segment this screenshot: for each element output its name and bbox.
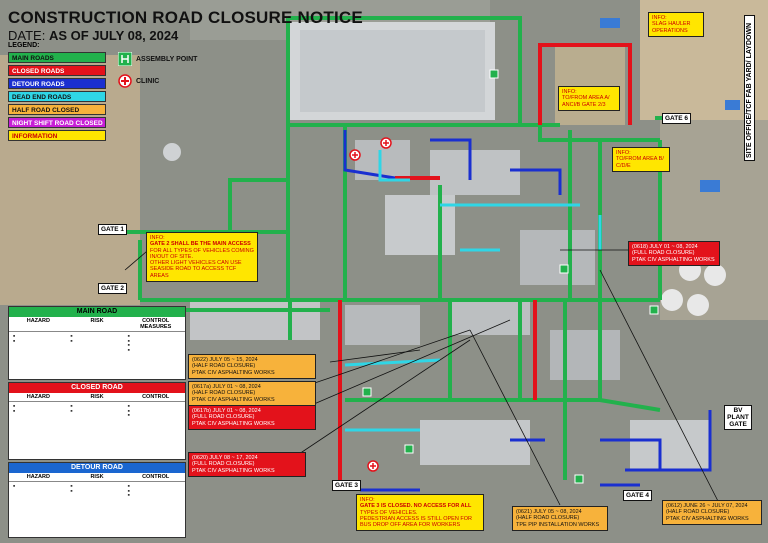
legend-night-shift-closed: NIGHT SHIFT ROAD CLOSED bbox=[8, 117, 106, 128]
assembly-point-icon bbox=[118, 52, 132, 66]
notice-0612: (0612) JUNE 26 ~ JULY 07, 2024(HALF ROAD… bbox=[662, 500, 762, 525]
site-office-label: SITE OFFICE/TCF FAB YARD/ LAYDOWN bbox=[744, 15, 755, 161]
gate-3-label: GATE 3 bbox=[332, 480, 361, 491]
notice-0618: (0618) JULY 01 ~ 08, 2024(FULL ROAD CLOS… bbox=[628, 241, 720, 266]
notice-0620: (0620) JULY 08 ~ 17, 2024(FULL ROAD CLOS… bbox=[188, 452, 306, 477]
detour-roads bbox=[343, 130, 712, 492]
notice-0622: (0622) JULY 05 ~ 15, 2024(HALF ROAD CLOS… bbox=[188, 354, 316, 379]
notice-date: DATE: AS OF JULY 08, 2024 bbox=[8, 28, 179, 43]
gate-6-label: GATE 6 bbox=[662, 113, 691, 124]
gate-4-label: GATE 4 bbox=[623, 490, 652, 501]
notice-0617a: (0617a) JULY 01 ~ 08, 2024(HALF ROAD CLO… bbox=[188, 381, 316, 406]
clinic-markers bbox=[349, 137, 392, 472]
legend-half-road-closed: HALF ROAD CLOSED bbox=[8, 104, 106, 115]
assembly-point-label: ASSEMBLY POINT bbox=[136, 56, 198, 63]
clinic-label: CLINIC bbox=[136, 78, 160, 85]
legend-main-roads: MAIN ROADS bbox=[8, 52, 106, 63]
info-area-b: INFO:TO/FROM AREA B/C/D/E bbox=[612, 147, 670, 172]
legend-heading: LEGEND: bbox=[8, 42, 40, 49]
legend-information: INFORMATION bbox=[8, 130, 106, 141]
notice-0617b: (0617b) JULY 01 ~ 08, 2024(FULL ROAD CLO… bbox=[188, 405, 316, 430]
gate-1-label: GATE 1 bbox=[98, 224, 127, 235]
closed-roads bbox=[338, 43, 632, 480]
legend-dead-end-roads: DEAD END ROADS bbox=[8, 91, 106, 102]
clinic-icon bbox=[118, 74, 132, 88]
legend-closed-roads: CLOSED ROADS bbox=[8, 65, 106, 76]
info-gate-3-closed: INFO:GATE 3 IS CLOSED. NO ACCESS FOR ALL… bbox=[356, 494, 484, 532]
bv-plant-gate-label: BV PLANT GATE bbox=[724, 405, 752, 430]
gate-2-label: GATE 2 bbox=[98, 283, 127, 294]
legend-detour-roads: DETOUR ROADS bbox=[8, 78, 106, 89]
notice-0621: (0621) JULY 05 ~ 08, 2024(HALF ROAD CLOS… bbox=[512, 506, 608, 531]
dead-end-roads bbox=[344, 150, 602, 432]
info-area-a: INFO:TO/FROM AREA A/ANCI/B GATE 2/3 bbox=[558, 86, 620, 111]
page-title: CONSTRUCTION ROAD CLOSURE NOTICE bbox=[8, 8, 363, 27]
